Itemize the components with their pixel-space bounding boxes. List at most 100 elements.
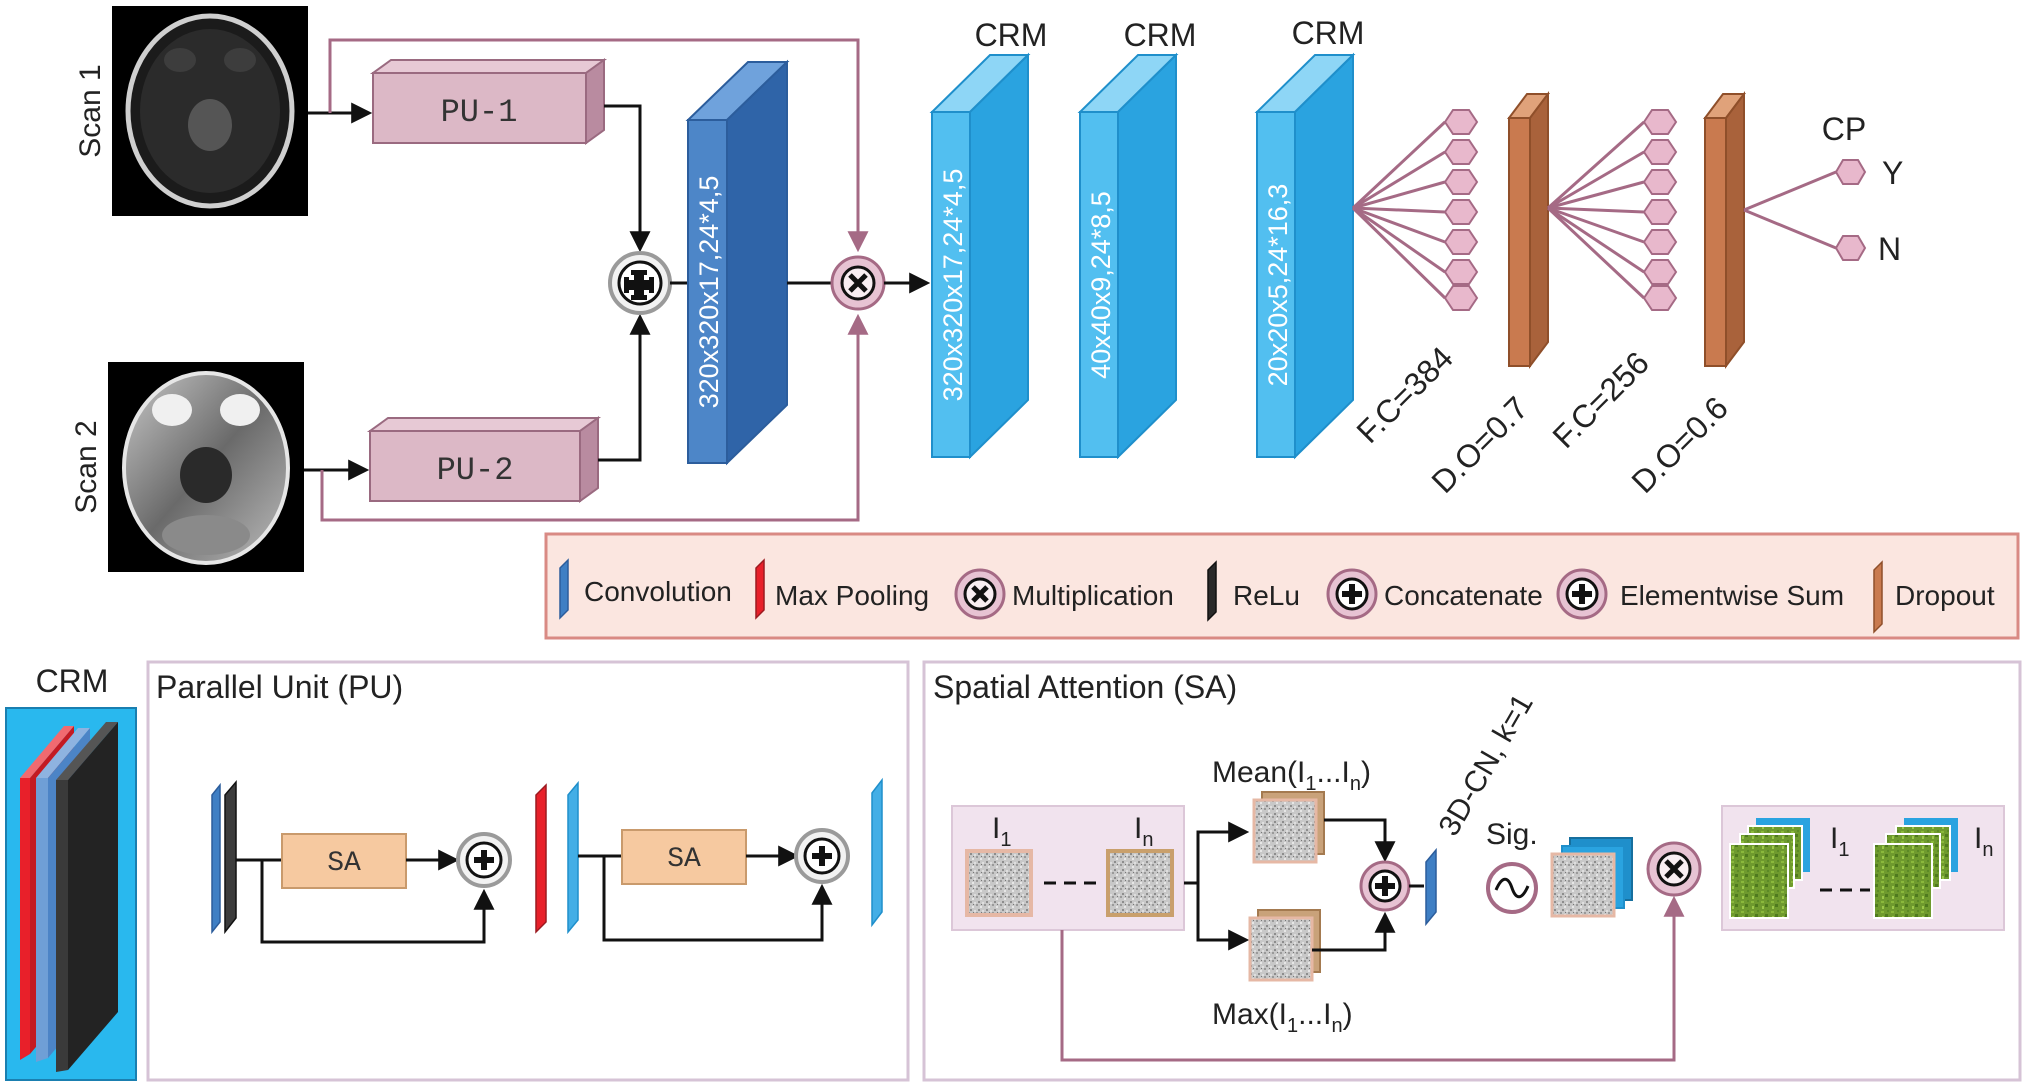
legend-elementwise-sum: Elementwise Sum: [1620, 580, 1844, 611]
fc2-connection: [1546, 206, 1646, 300]
parallel-unit-panel: Parallel Unit (PU) SA SA: [146, 660, 910, 1082]
pu-sum-node-1: [456, 832, 512, 888]
crm-detail-title: CRM: [36, 663, 109, 699]
sigmoid-icon: [1486, 862, 1538, 914]
sa-attention-map: [1550, 852, 1616, 918]
pu-panel-title: Parallel Unit (PU): [156, 669, 403, 705]
pu-maxpool-layer: [535, 783, 547, 934]
crm2-title: CRM: [1124, 17, 1197, 53]
pu-relu-layer-1: [224, 779, 237, 935]
output-neuron-no: [1834, 235, 1867, 261]
crm1-block: CRM 320x320x17,24*4,5: [929, 17, 1047, 460]
sa-output-map-n: [1873, 818, 1958, 919]
pu-sa-block-1: [281, 833, 407, 889]
elementwise-sum-icon: [1556, 568, 1608, 620]
sa-input-last: In: [1134, 812, 1153, 851]
fc2-connection: [1546, 120, 1646, 210]
legend-multiplication: Multiplication: [1012, 580, 1174, 611]
fc2-layer: [1546, 109, 1678, 311]
sa-skip-path: [1060, 895, 1685, 1062]
output-no-label: N: [1878, 231, 1901, 267]
legend-concatenate: Concatenate: [1384, 580, 1543, 611]
sa-multiplication-node: [1646, 841, 1702, 897]
fc1-connection: [1352, 180, 1446, 210]
fc1-connection: [1351, 120, 1447, 210]
fc1-neuron-1: [1443, 109, 1479, 135]
sa-panel-title: Spatial Attention (SA): [933, 669, 1237, 705]
fc2-neuron-5: [1642, 229, 1678, 255]
spatial-attention-panel: Spatial Attention (SA) I1 In Mean(I1...I…: [922, 660, 2022, 1082]
concatenate-icon: [1326, 568, 1378, 620]
crm3-title: CRM: [1292, 15, 1365, 51]
fc1-layer: [1351, 109, 1479, 311]
crm1-dims: 320x320x17,24*4,5: [938, 169, 968, 402]
pu2-block: PU-2: [366, 416, 602, 503]
arrow-pu1-concat: [604, 104, 651, 253]
sa-output-map-1: [1729, 818, 1810, 919]
fc1-connection: [1351, 206, 1447, 300]
pu-conv-layer-2: [567, 780, 579, 935]
pu1-block: PU-1: [369, 58, 608, 145]
fc2-neuron-7: [1642, 285, 1678, 311]
crm2-dims: 40x40x9,24*8,5: [1086, 191, 1116, 379]
dropout1-label: D.O=0.7: [1424, 390, 1534, 500]
fc1-neuron-2: [1443, 139, 1479, 165]
relu-layer-icon: [1207, 560, 1217, 622]
skip-path-scan2: [320, 313, 869, 522]
pu-sa-label-1: SA: [327, 848, 361, 879]
scan1-image: [112, 6, 308, 216]
fc1-connection: [1352, 206, 1446, 274]
fc1-neuron-7: [1443, 285, 1479, 311]
fc2-neuron-2: [1642, 139, 1678, 165]
fc2-label: F.C=256: [1545, 345, 1655, 455]
dropout2-block: [1703, 91, 1746, 369]
multiplication-icon: [954, 568, 1006, 620]
pu-conv-layer-1: [211, 782, 221, 935]
scan2-label: Scan 2: [70, 420, 103, 513]
dropout2-label: D.O=0.6: [1624, 390, 1734, 500]
multiplication-node: [830, 255, 886, 311]
sa-input-map-1: [965, 849, 1033, 917]
dropout-layer-icon: [1873, 560, 1883, 634]
fc1-neuron-6: [1443, 259, 1479, 285]
sa-max-map: [1248, 916, 1314, 982]
sa-output-first: I1: [1830, 822, 1849, 861]
output-yes-label: Y: [1882, 155, 1903, 191]
pu1-label: PU-1: [441, 94, 518, 131]
fc1-connection: [1352, 206, 1446, 214]
output-neuron-yes: [1834, 159, 1867, 185]
fc2-connection: [1547, 206, 1645, 214]
legend: Convolution Max Pooling Multiplication R…: [544, 532, 2020, 640]
fc2-connection: [1547, 150, 1645, 210]
fc2-neuron-3: [1642, 169, 1678, 195]
fc1-label: F.C=384: [1349, 340, 1459, 450]
fc1-connection: [1352, 150, 1446, 210]
fc1-neuron-4: [1443, 199, 1479, 225]
fc2-neuron-1: [1642, 109, 1678, 135]
fc2-connection: [1547, 206, 1645, 244]
pu-sa-block-2: [621, 829, 747, 885]
dropout1-block: [1507, 91, 1550, 369]
crm3-dims: 20x20x5,24*16,3: [1263, 184, 1293, 387]
sa-output-last: In: [1974, 822, 1993, 861]
sa-sig-label: Sig.: [1486, 818, 1538, 851]
fc2-neuron-4: [1642, 199, 1678, 225]
sa-conv-layer: [1425, 847, 1437, 927]
sa-mean-map: [1252, 798, 1318, 864]
fc1-neuron-5: [1443, 229, 1479, 255]
pu2-label: PU-2: [437, 452, 514, 489]
sa-concatenate-node: [1359, 860, 1411, 912]
legend-dropout: Dropout: [1895, 580, 1995, 611]
skip-path-scan1: [328, 38, 869, 253]
legend-relu: ReLu: [1233, 580, 1300, 611]
scan1-label: Scan 1: [74, 64, 107, 157]
main-conv-dims: 320x320x17,24*4,5: [694, 176, 724, 409]
arrow-pu2-concat: [598, 313, 651, 462]
fc1-connection: [1352, 206, 1446, 244]
max-pooling-layer-icon: [755, 558, 765, 620]
pu-sa-label-2: SA: [667, 844, 701, 875]
fc2-neuron-6: [1642, 259, 1678, 285]
sa-mean-label: Mean(I1...In): [1212, 756, 1371, 795]
main-convolution-block: 320x320x17,24*4,5: [685, 59, 790, 466]
